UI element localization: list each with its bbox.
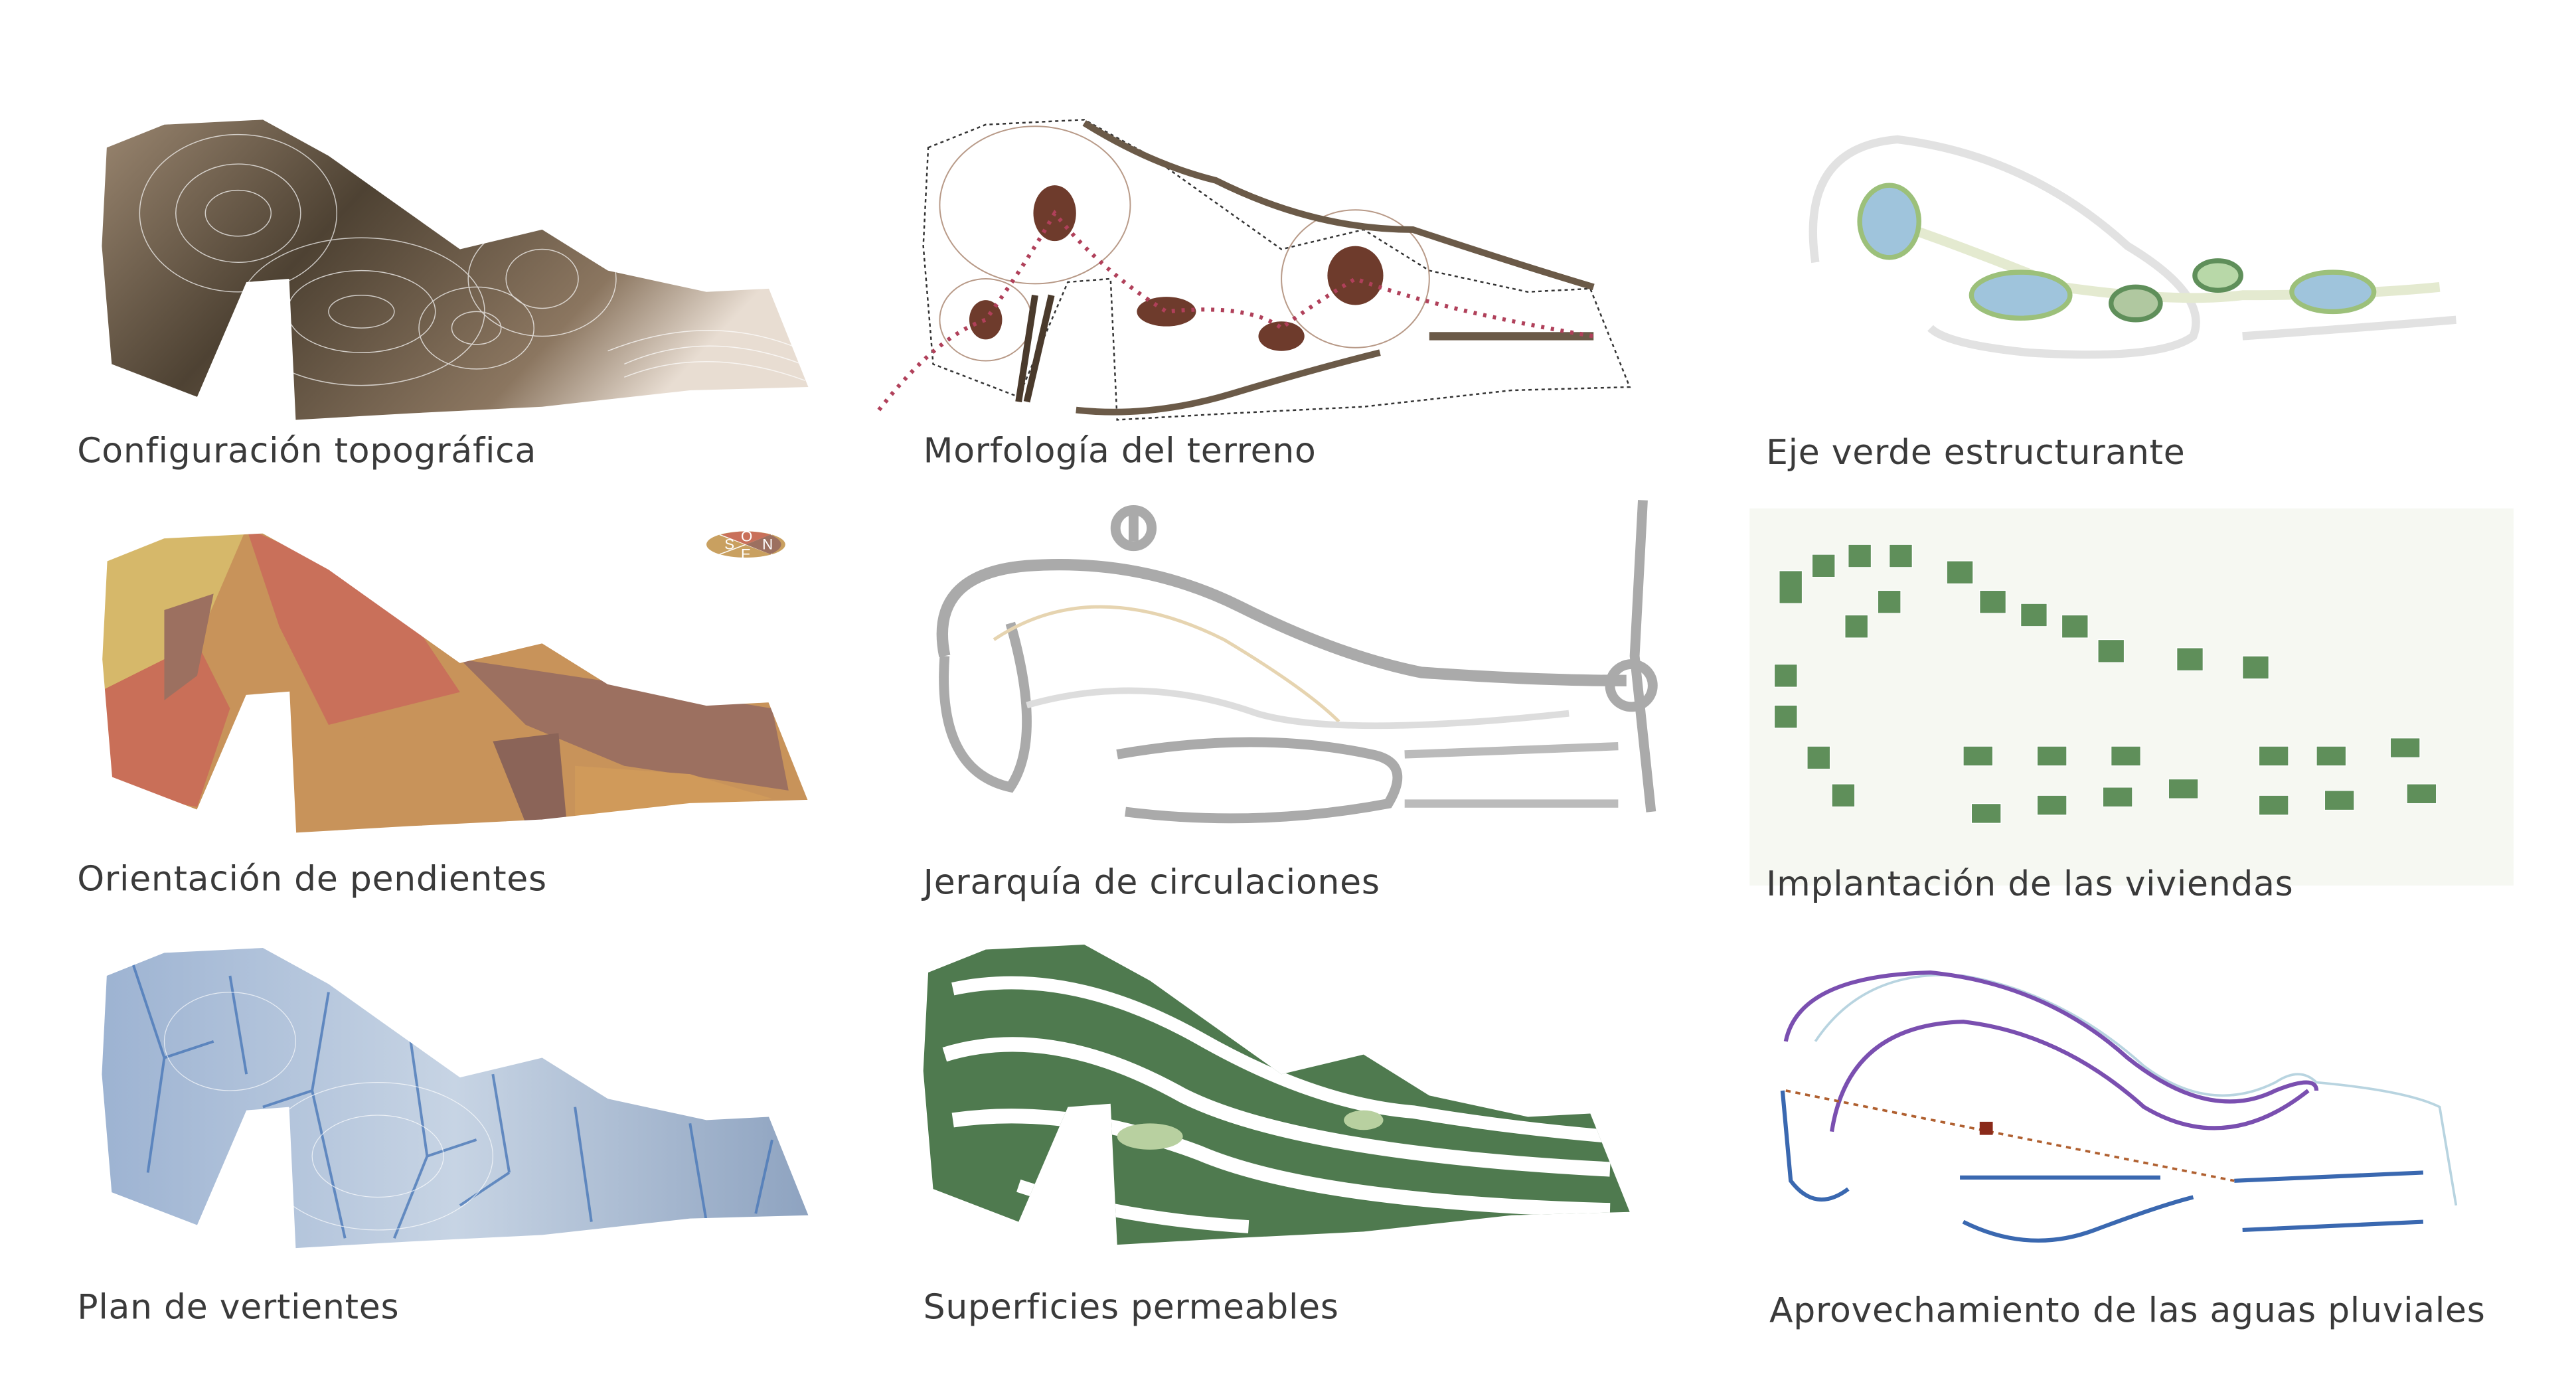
permeable-surfaces-map (923, 945, 1630, 1245)
caption-permeable: Superficies permeables (924, 1287, 1339, 1327)
caption-watershed: Plan de vertientes (77, 1287, 399, 1327)
caption-circulation: Jerarquía de circulaciones (922, 863, 1380, 903)
slope-orientation-map (101, 532, 809, 834)
caption-green-axis: Eje verde estructurante (1766, 433, 2185, 473)
housing-layout-map (1749, 508, 2514, 886)
compass-legend: S O N E (706, 528, 785, 562)
caption-slope-orientation: Orientación de pendientes (77, 860, 547, 899)
compass-north: N (762, 536, 773, 553)
compass-south: S (724, 536, 734, 553)
caption-morphology: Morfología del terreno (924, 431, 1317, 471)
topography-map (102, 119, 809, 420)
caption-housing: Implantación de las viviendas (1766, 864, 2293, 904)
green-axis-map (1809, 135, 2456, 359)
compass-west: O (741, 528, 752, 544)
terrain-morphology-sketch (877, 119, 1631, 421)
caption-rainwater: Aprovechamiento de las aguas pluviales (1769, 1290, 2486, 1330)
rainwater-map (1780, 970, 2458, 1243)
compass-east: E (741, 546, 751, 562)
watershed-plan-map (102, 948, 809, 1249)
circulation-hierarchy-map (936, 500, 1658, 824)
caption-topography: Configuración topográfica (77, 431, 536, 471)
